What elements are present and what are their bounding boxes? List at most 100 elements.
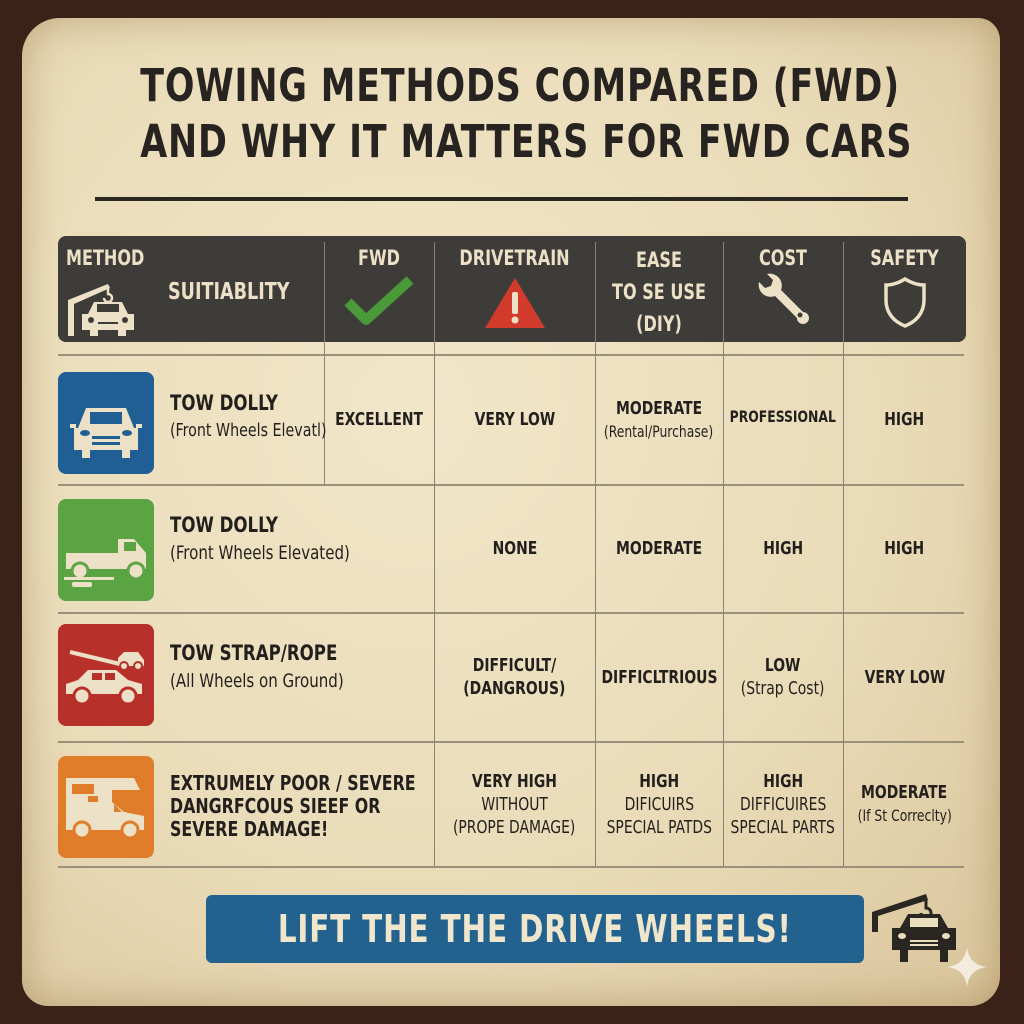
- cell-text: VERY LOW: [474, 409, 555, 430]
- cell-drivetrain: VERY HIGH WITHOUT (PROPE DAMAGE): [434, 742, 595, 866]
- cell-text: VERY LOW: [864, 666, 945, 688]
- header-cost: COST: [723, 236, 843, 342]
- cell-cost: HIGH DIFFICUIRES SPECIAL PARTS: [723, 742, 843, 866]
- cell-text: WITHOUT: [481, 793, 548, 815]
- method-title: TOW DOLLY: [170, 513, 278, 537]
- header-fwd-label: FWD: [357, 246, 401, 270]
- row-icon-tile: [58, 756, 154, 858]
- column-divider: [324, 342, 325, 484]
- cell-text: LOW: [765, 655, 801, 676]
- header-divider: [434, 242, 435, 342]
- header-ease-line1: EASE: [636, 248, 682, 272]
- cell-safety: HIGH: [843, 485, 966, 612]
- row-divider: [58, 484, 964, 486]
- warning-triangle-icon: [484, 278, 545, 328]
- header-method: METHOD SUITIABLITY: [58, 236, 324, 342]
- cell-subtext: (Strap Cost): [741, 678, 825, 699]
- cell-ease: MODERATE (Rental/Purchase): [595, 355, 723, 484]
- header-drivetrain-label: DRIVETRAIN: [459, 246, 570, 270]
- rv-camper-icon: [66, 778, 144, 840]
- cell-safety: VERY LOW: [843, 613, 966, 741]
- banner-text: LIFT THE THE DRIVE WHEELS!: [278, 907, 792, 951]
- shield-icon: [883, 276, 926, 328]
- method-subtitle: (Front Wheels Elevated): [170, 542, 350, 564]
- header-fwd: FWD: [324, 236, 434, 342]
- header-method-label: METHOD: [66, 246, 145, 270]
- cell-safety: HIGH: [843, 355, 966, 484]
- cell-text: DIFICUIRS: [624, 793, 694, 815]
- cell-text: DIFFICULT/: [472, 655, 557, 676]
- title-underline: [95, 197, 908, 201]
- sparkle-icon: [947, 947, 987, 987]
- cell-text: HIGH: [884, 409, 925, 430]
- cell-text: SPECIAL PATDS: [606, 816, 712, 838]
- cell-subtext: (Rental/Purchase): [604, 421, 714, 441]
- cell-text: SPECIAL PARTS: [730, 816, 836, 838]
- cell-text: (DANGROUS): [463, 678, 566, 699]
- title-line-2: AND WHY IT MATTERS FOR FWD CARS: [140, 115, 913, 168]
- cell-text: HIGH: [763, 770, 803, 792]
- method-name: TOW DOLLY (Front Wheels Elevated): [170, 511, 350, 567]
- header-safety: SAFETY: [843, 236, 966, 342]
- row-divider: [58, 741, 964, 743]
- method-title-line: SEVERE DAMAGE!: [170, 817, 329, 841]
- row-divider: [58, 612, 964, 614]
- header-cost-label: COST: [759, 246, 807, 270]
- cell-text: HIGH: [884, 538, 925, 559]
- tow-strap-car-icon: [66, 650, 144, 706]
- cell-text: HIGH: [763, 538, 803, 559]
- method-title: TOW STRAP/ROPE: [170, 641, 338, 665]
- header-ease: EASE TO SE USE (DIY): [595, 236, 723, 342]
- method-name: TOW STRAP/ROPE (All Wheels on Ground): [170, 639, 344, 695]
- header-divider: [324, 242, 325, 342]
- call-to-action-banner: LIFT THE THE DRIVE WHEELS!: [206, 895, 864, 963]
- cell-text: PROFESSIONAL: [729, 407, 837, 426]
- cell-cost: PROFESSIONAL: [723, 355, 843, 484]
- car-front-icon: [70, 408, 142, 458]
- cell-text: MODERATE: [615, 538, 703, 559]
- row-icon-tile: [58, 624, 154, 726]
- checkmark-icon: [344, 276, 414, 325]
- cell-drivetrain: NONE: [434, 485, 595, 612]
- cell-text: VERY HIGH: [471, 770, 558, 792]
- header-ease-line3: (DIY): [636, 312, 682, 336]
- wrench-icon: [758, 273, 809, 324]
- row-divider: [58, 354, 964, 356]
- tow-truck-crane-car-icon: [68, 284, 134, 336]
- cell-fwd: EXCELLENT: [324, 355, 434, 484]
- method-title-line: DANGRFCOUS SIEEF OR: [170, 794, 381, 818]
- cell-ease: MODERATE: [595, 485, 723, 612]
- flatbed-truck-icon: [64, 539, 146, 587]
- cell-drivetrain: DIFFICULT/ (DANGROUS): [434, 613, 595, 741]
- tow-truck-crane-car-icon: [872, 894, 956, 962]
- header-drivetrain: DRIVETRAIN: [434, 236, 595, 342]
- header-divider: [843, 242, 844, 342]
- header-ease-line2: TO SE USE: [612, 280, 706, 304]
- table-row: TOW DOLLY (Front Wheels Elevatl) EXCELLE…: [58, 355, 966, 484]
- column-divider: [723, 342, 724, 866]
- cell-text: DIFFICUIRES: [739, 793, 827, 815]
- table-row: EXTRUMELY POOR / SEVERE DANGRFCOUS SIEEF…: [58, 742, 966, 866]
- table-header: METHOD SUITIABLITY FWD DRIVETRAIN EASE T…: [58, 236, 966, 342]
- cell-text: HIGH: [639, 770, 679, 792]
- page-title: TOWING METHODS COMPARED (FWD) AND WHY IT…: [140, 58, 913, 170]
- row-icon-tile: [58, 499, 154, 601]
- cell-cost: LOW (Strap Cost): [723, 613, 843, 741]
- cell-text: DIFFICLTRIOUS: [600, 666, 718, 688]
- cell-cost: HIGH: [723, 485, 843, 612]
- header-suitability-label: SUITIABLITY: [168, 279, 290, 305]
- cell-text: (PROPE DAMAGE): [453, 816, 576, 838]
- header-divider: [723, 242, 724, 342]
- header-safety-label: SAFETY: [870, 246, 939, 270]
- title-line-1: TOWING METHODS COMPARED (FWD): [140, 59, 900, 112]
- column-divider: [434, 342, 435, 866]
- table-row: TOW STRAP/ROPE (All Wheels on Ground) DI…: [58, 613, 966, 741]
- row-icon-tile: [58, 372, 154, 474]
- column-divider: [843, 342, 844, 866]
- method-title-line: EXTRUMELY POOR / SEVERE: [170, 771, 416, 795]
- cell-ease: DIFFICLTRIOUS: [595, 613, 723, 741]
- paper-card: [22, 18, 1000, 1006]
- cell-text: MODERATE: [861, 782, 948, 803]
- row-divider: [58, 866, 964, 868]
- cell-drivetrain: VERY LOW: [434, 355, 595, 484]
